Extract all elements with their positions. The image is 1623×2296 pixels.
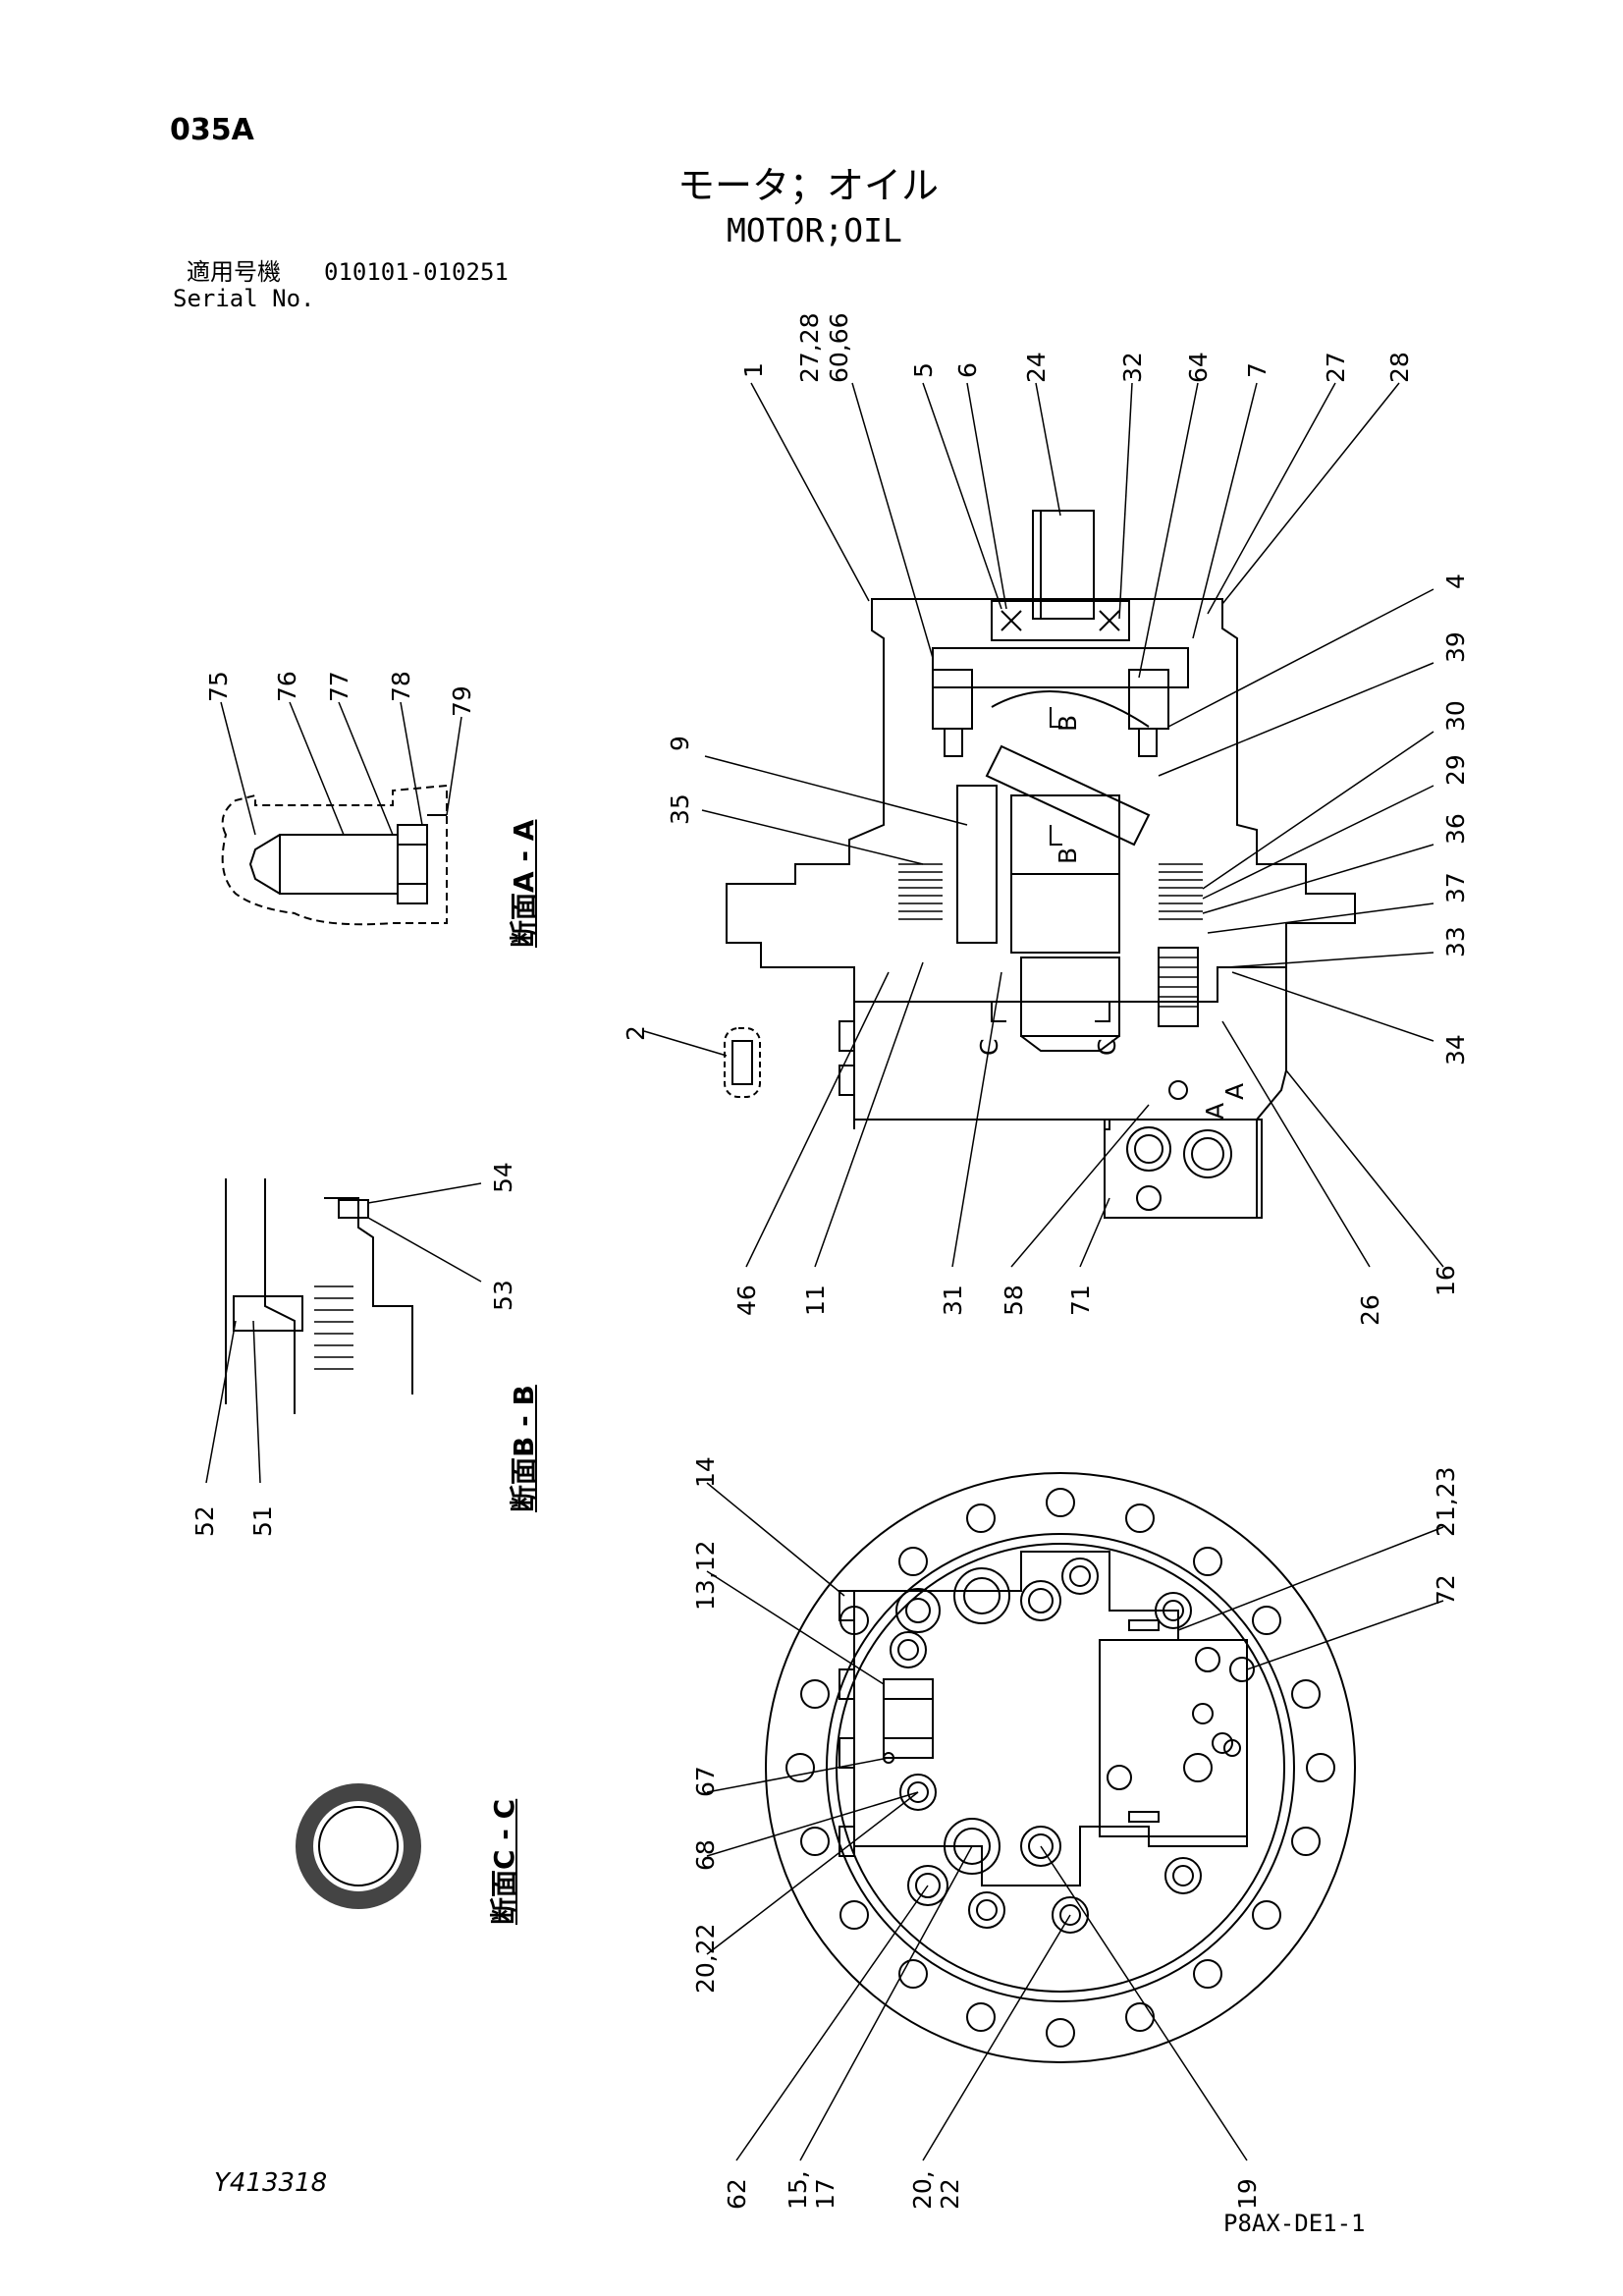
callout-27: 27 — [1322, 352, 1350, 383]
callout-39: 39 — [1441, 631, 1470, 663]
section-mark-c1: C — [975, 1038, 1003, 1056]
callout-72: 72 — [1432, 1574, 1460, 1606]
callout-4: 4 — [1441, 574, 1470, 589]
page-code: 035A — [170, 113, 254, 147]
callout-5: 5 — [909, 362, 938, 378]
callout-54: 54 — [489, 1162, 517, 1193]
section-mark-c2: C — [1093, 1038, 1121, 1056]
callout-14: 14 — [691, 1456, 720, 1488]
section-aa-drawing — [221, 784, 448, 926]
section-mark-a1: A — [1201, 1102, 1229, 1120]
callout-71: 71 — [1066, 1285, 1095, 1316]
callout-27-28: 27,28 — [795, 312, 824, 383]
callout-21-23: 21,23 — [1432, 1466, 1460, 1537]
section-title-bb: 断面B - B — [508, 1385, 540, 1512]
callout-28: 28 — [1385, 352, 1414, 383]
callout-13-12: 13,12 — [691, 1540, 720, 1611]
serial-range: 010101-010251 — [324, 258, 509, 286]
callout-68: 68 — [691, 1839, 720, 1871]
callout-6: 6 — [953, 362, 982, 378]
serial-label-jp: 適用号機 — [187, 258, 281, 286]
callout-75: 75 — [204, 671, 233, 702]
callout-53: 53 — [489, 1280, 517, 1311]
motor-bottom-view — [765, 1472, 1356, 2063]
callout-33: 33 — [1441, 926, 1470, 957]
section-cc-drawing — [296, 1783, 421, 1909]
callout-52: 52 — [190, 1505, 219, 1537]
callout-7: 7 — [1243, 362, 1271, 378]
part-2-pin — [724, 1027, 761, 1098]
section-mark-a2: A — [1220, 1082, 1249, 1100]
section-title-aa: 断面A - A — [508, 819, 540, 948]
callout-35: 35 — [666, 793, 694, 825]
callout-20-22-bottom-b: 22 — [936, 2178, 964, 2210]
callout-62: 62 — [723, 2178, 751, 2210]
callout-31: 31 — [939, 1285, 967, 1316]
callout-37: 37 — [1441, 872, 1470, 903]
section-title-cc: 断面C - C — [488, 1798, 520, 1925]
callout-19: 19 — [1233, 2178, 1262, 2210]
motor-cross-section — [726, 510, 1356, 1219]
section-mark-b1: B — [1054, 714, 1082, 732]
callout-11: 11 — [801, 1285, 830, 1316]
callout-2: 2 — [622, 1025, 650, 1041]
doc-number: Y413318 — [214, 2168, 328, 2198]
callout-79: 79 — [448, 685, 476, 717]
callout-30: 30 — [1441, 700, 1470, 732]
callout-32: 32 — [1118, 352, 1147, 383]
callout-1: 1 — [739, 362, 768, 378]
callout-51: 51 — [248, 1505, 277, 1537]
callout-26: 26 — [1356, 1294, 1384, 1326]
callout-24: 24 — [1022, 352, 1051, 383]
callout-16: 16 — [1432, 1265, 1460, 1296]
section-mark-b2: B — [1054, 847, 1082, 864]
callout-76: 76 — [273, 671, 301, 702]
callout-58: 58 — [1000, 1285, 1028, 1316]
callout-36: 36 — [1441, 813, 1470, 845]
callout-46: 46 — [732, 1285, 761, 1316]
section-bb-drawing — [225, 1178, 413, 1414]
callout-20-22-bottom-a: 20, — [908, 2170, 937, 2210]
callout-60-66: 60,66 — [825, 312, 853, 383]
callout-15-17-b: 17 — [811, 2178, 839, 2210]
title-japanese: モータ；オイル — [677, 164, 940, 207]
title-english: MOTOR;OIL — [727, 211, 902, 249]
callout-20-22-left: 20,22 — [691, 1923, 720, 1994]
leader-lines — [205, 382, 1444, 2161]
serial-label-en: Serial No. — [173, 285, 315, 312]
callout-78: 78 — [387, 671, 415, 702]
callout-67: 67 — [691, 1766, 720, 1797]
callout-29: 29 — [1441, 754, 1470, 786]
page-reference: P8AX-DE1-1 — [1223, 2210, 1366, 2237]
callout-77: 77 — [325, 671, 353, 702]
callout-64: 64 — [1184, 352, 1213, 383]
callout-34: 34 — [1441, 1034, 1470, 1066]
callout-15-17-a: 15, — [784, 2170, 812, 2210]
callout-9: 9 — [666, 736, 694, 751]
